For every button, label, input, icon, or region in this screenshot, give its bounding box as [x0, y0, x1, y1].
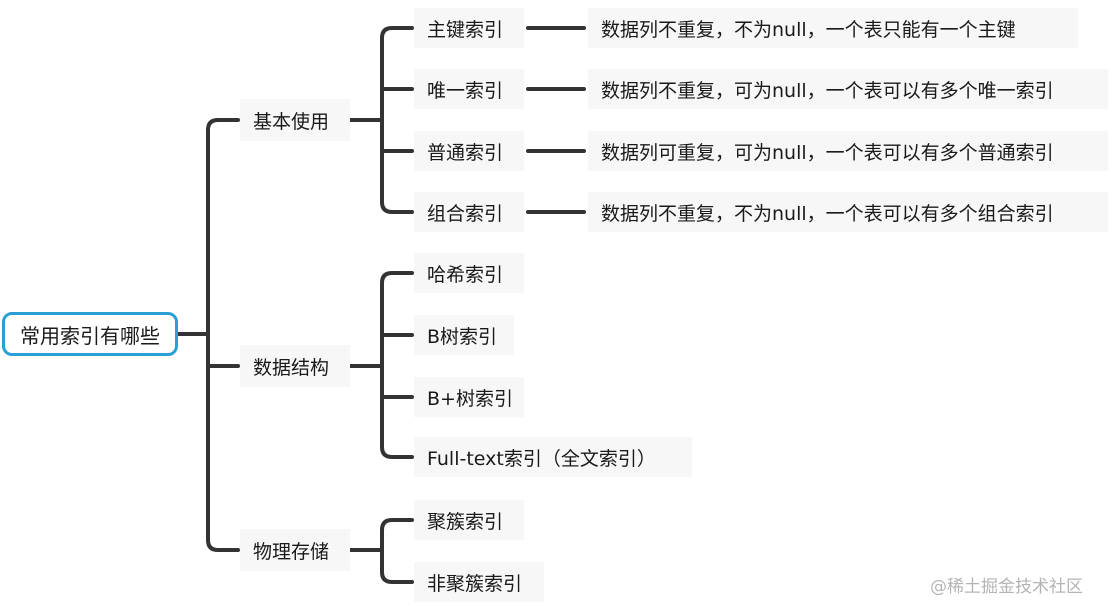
branch-physical-storage: 物理存储	[240, 529, 350, 571]
leaf-composite-index: 组合索引	[414, 192, 524, 232]
note-composite-index: 数据列不重复，不为null，一个表可以有多个组合索引	[588, 192, 1108, 232]
structure-connector-spine	[380, 271, 414, 459]
branch-basic-usage: 基本使用	[240, 99, 350, 141]
root-connector-spine	[206, 118, 240, 552]
root-node: 常用索引有哪些	[2, 312, 178, 356]
note-primary-key-index: 数据列不重复，不为null，一个表只能有一个主键	[588, 8, 1078, 48]
note-unique-index: 数据列不重复，可为null，一个表可以有多个唯一索引	[588, 69, 1108, 109]
leaf-bplustree-index: B+树索引	[414, 377, 524, 417]
note-normal-index: 数据列可重复，可为null，一个表可以有多个普通索引	[588, 131, 1108, 171]
watermark-text: @稀土掘金技术社区	[930, 576, 1083, 597]
leaf-unique-index: 唯一索引	[414, 69, 524, 109]
leaf-fulltext-index: Full-text索引（全文索引）	[414, 437, 692, 477]
leaf-primary-key-index: 主键索引	[414, 8, 524, 48]
leaf-normal-index: 普通索引	[414, 131, 524, 171]
leaf-clustered-index: 聚簇索引	[414, 500, 524, 540]
leaf-hash-index: 哈希索引	[414, 253, 524, 293]
basic-connector-spine	[380, 26, 414, 214]
leaf-btree-index: B树索引	[414, 315, 514, 355]
leaf-nonclustered-index: 非聚簇索引	[414, 562, 544, 602]
branch-data-structure: 数据结构	[240, 345, 350, 387]
storage-connector-spine	[380, 518, 414, 584]
